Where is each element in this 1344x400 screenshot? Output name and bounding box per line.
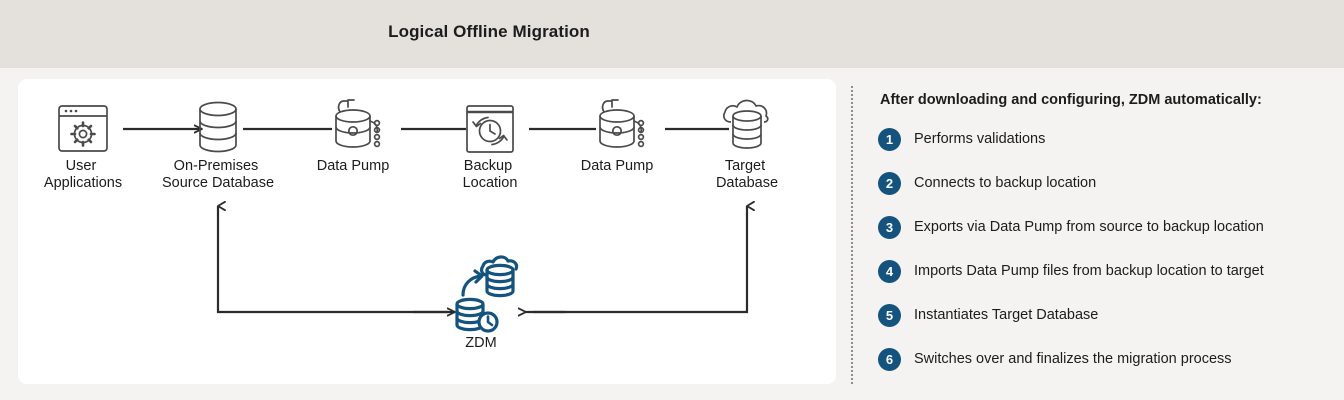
node-on-premises-source-database: On-Premises Source Database xyxy=(162,101,274,191)
steps-panel: After downloading and configuring, ZDM a… xyxy=(878,92,1328,388)
data-pump-icon xyxy=(599,99,645,148)
browser-gear-icon xyxy=(58,105,108,152)
database-cylinder-icon xyxy=(199,101,237,153)
data-pump-icon xyxy=(335,99,381,148)
page-title: Logical Offline Migration xyxy=(388,22,590,41)
node-label-data-pump-export: Data Pump xyxy=(317,158,390,174)
node-label-zdm: ZDM xyxy=(465,335,496,351)
diagram-card: User Applications On-Premises Source Dat… xyxy=(18,79,836,384)
node-zdm: ZDM xyxy=(455,255,519,351)
node-label-on-premises-source-database: On-Premises Source Database xyxy=(162,158,274,191)
panel-divider xyxy=(851,86,853,384)
step-badge-3: 3 xyxy=(878,215,901,239)
step-badge-4: 4 xyxy=(878,259,901,283)
node-label-user-applications: User Applications xyxy=(44,158,122,191)
migration-flow-diagram: User Applications On-Premises Source Dat… xyxy=(44,99,778,351)
node-user-applications: User Applications xyxy=(44,105,122,191)
step-item-4: 4 Imports Data Pump files from backup lo… xyxy=(878,256,1328,286)
cloud-database-icon xyxy=(722,99,769,149)
step-item-2: 2 Connects to backup location xyxy=(878,168,1328,198)
step-badge-6: 6 xyxy=(878,347,901,371)
step-badge-5: 5 xyxy=(878,303,901,327)
step-label-5: Instantiates Target Database xyxy=(914,307,1099,323)
step-label-6: Switches over and finalizes the migratio… xyxy=(914,351,1232,367)
step-item-3: 3 Exports via Data Pump from source to b… xyxy=(878,212,1328,242)
steps-heading: After downloading and configuring, ZDM a… xyxy=(880,92,1262,108)
node-data-pump-export: Data Pump xyxy=(317,99,390,174)
connector-zdm-to-target xyxy=(533,206,747,314)
step-item-1: 1 Performs validations xyxy=(878,124,1328,154)
node-label-target-database: Target Database xyxy=(716,158,778,191)
node-target-database: Target Database xyxy=(716,99,778,191)
step-label-4: Imports Data Pump files from backup loca… xyxy=(914,263,1264,279)
step-label-1: Performs validations xyxy=(914,131,1046,147)
node-label-data-pump-import: Data Pump xyxy=(581,158,654,174)
node-backup-location: Backup Location xyxy=(463,105,518,191)
step-badge-2: 2 xyxy=(878,171,901,195)
step-label-2: Connects to backup location xyxy=(914,175,1097,191)
step-item-5: 5 Instantiates Target Database xyxy=(878,300,1328,330)
header-band: Logical Offline Migration xyxy=(0,0,1344,68)
node-data-pump-import: Data Pump xyxy=(581,99,654,174)
node-label-backup-location: Backup Location xyxy=(463,158,518,191)
connector-zdm-to-source xyxy=(216,206,448,314)
backup-clock-icon xyxy=(466,105,514,153)
step-label-3: Exports via Data Pump from source to bac… xyxy=(914,219,1264,235)
step-item-6: 6 Switches over and finalizes the migrat… xyxy=(878,344,1328,374)
zdm-migration-icon xyxy=(455,255,519,333)
step-badge-1: 1 xyxy=(878,127,901,151)
